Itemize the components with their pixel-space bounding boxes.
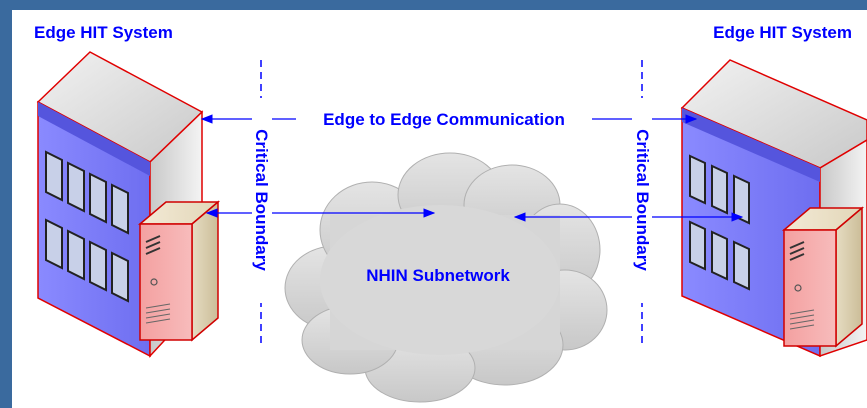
right-boundary-label: Critical Boundary (633, 129, 652, 271)
left-system-title: Edge HIT System (34, 23, 173, 42)
server-tower-icon (139, 201, 219, 341)
server-tower-icon (783, 207, 863, 347)
left-boundary-label: Critical Boundary (252, 129, 271, 271)
edge-communication-label: Edge to Edge Communication (323, 110, 565, 129)
network-label: NHIN Subnetwork (366, 266, 510, 285)
right-system-title: Edge HIT System (713, 23, 852, 42)
